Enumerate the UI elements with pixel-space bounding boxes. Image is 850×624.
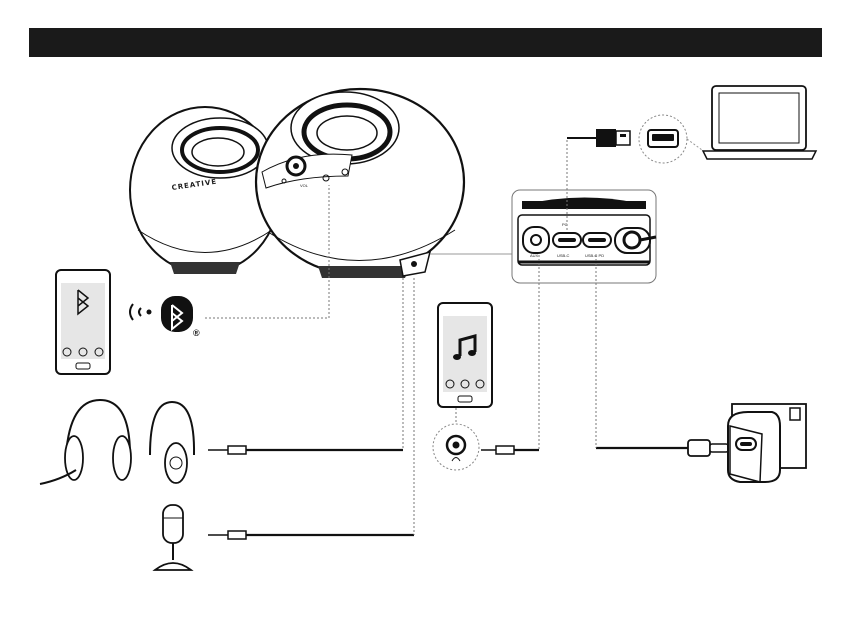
registered-mark: ® [193, 328, 200, 338]
microphone-icon [155, 505, 191, 570]
aux-cable [481, 446, 539, 454]
cable-grommet [624, 232, 640, 248]
headphone-jack[interactable] [411, 261, 417, 267]
laptop-icon [703, 86, 816, 159]
bluetooth-icon: ® [130, 296, 200, 338]
usb-c-label: USB-C [557, 253, 570, 258]
usb-plug-icon [567, 129, 630, 147]
right-speaker: VOL [256, 89, 464, 278]
rear-panel-zoom: AUX PC USB-C USB-C PD [512, 190, 656, 283]
headset-icon [40, 400, 131, 484]
usb-a-port-zoom [639, 115, 702, 163]
power-cable [596, 440, 728, 456]
volume-label: VOL [300, 183, 309, 188]
phone-headphone-jack [433, 408, 479, 470]
smartphone-music [438, 303, 492, 407]
microphone-cable [208, 531, 414, 539]
aux-port-label: AUX [530, 253, 539, 258]
headphones-icon [150, 402, 194, 483]
usb-c-pd-label: USB-C PD [585, 253, 604, 258]
headphone-cable [208, 446, 403, 454]
power-adapter-icon [728, 404, 806, 482]
smartphone-bluetooth [56, 270, 110, 374]
